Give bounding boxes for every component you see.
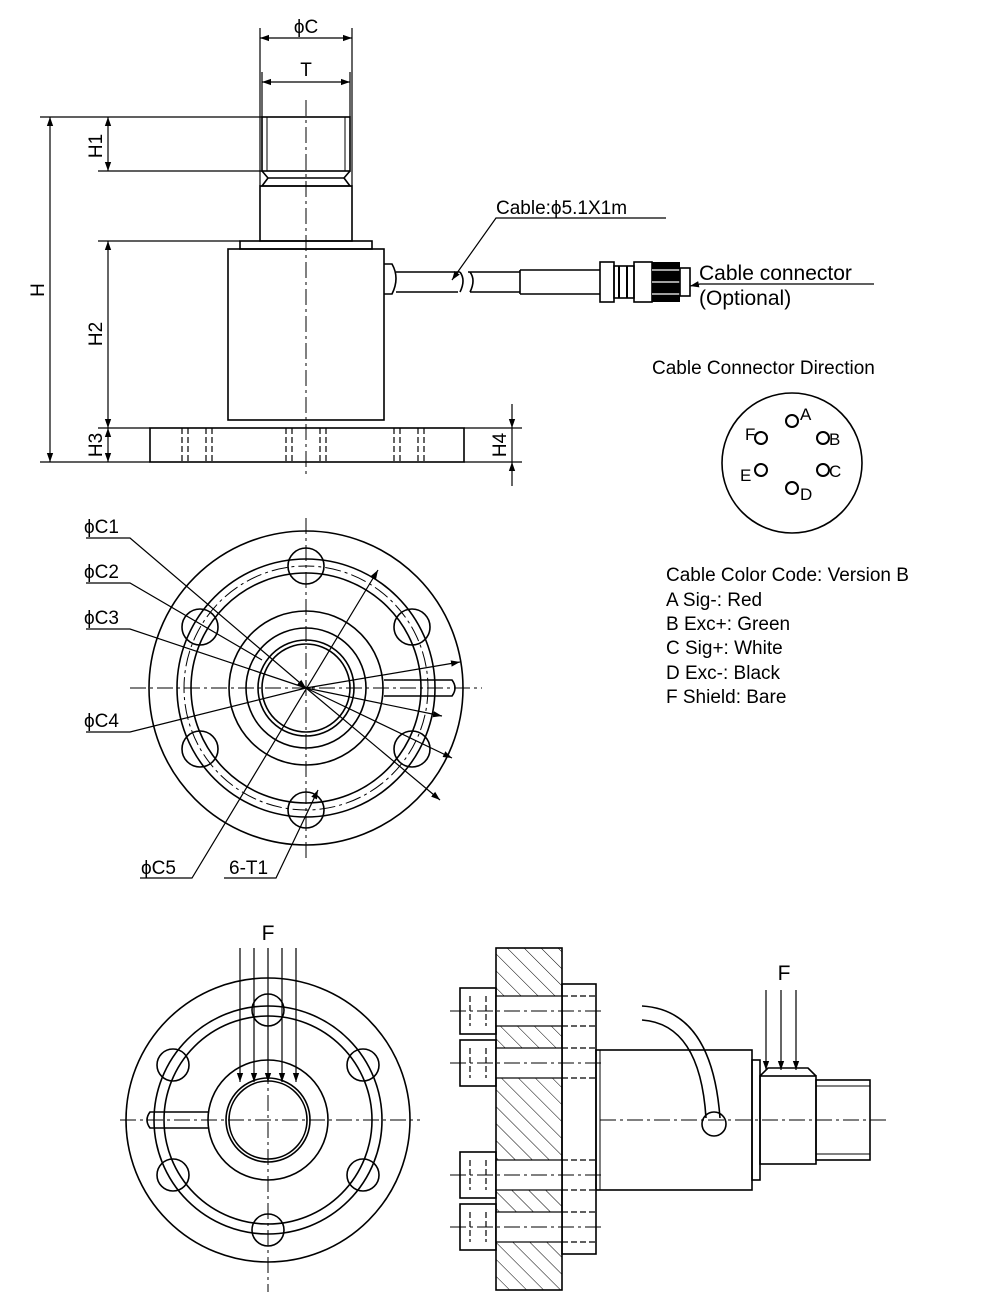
- pin-f: F: [745, 425, 755, 444]
- connector-direction-title: Cable Connector Direction: [652, 358, 875, 379]
- dim-t: T: [300, 60, 312, 81]
- dim-phi-c3: ϕC3: [84, 608, 119, 629]
- dim-h3: H3: [86, 433, 107, 457]
- connector-optional: (Optional): [699, 287, 791, 310]
- mounted-side-view: [450, 947, 890, 1291]
- dim-phi-c5: ϕC5: [141, 858, 176, 879]
- dim-phi-c4: ϕC4: [84, 711, 119, 732]
- pin-c: C: [829, 462, 841, 481]
- pin-d: D: [800, 485, 812, 504]
- pin-a: A: [800, 405, 812, 424]
- color-code-line: A Sig-: Red: [666, 590, 762, 611]
- color-code-line: C Sig+: White: [666, 638, 783, 659]
- load-front-view: [120, 948, 420, 1292]
- color-code-line: D Exc-: Black: [666, 663, 781, 684]
- pin-b: B: [829, 430, 840, 449]
- force-label-side: F: [778, 962, 791, 985]
- dim-phi-c: ϕC: [294, 17, 318, 38]
- color-code-line: F Shield: Bare: [666, 687, 786, 708]
- side-view: [40, 28, 874, 486]
- dim-phi-c1: ϕC1: [84, 517, 119, 538]
- pin-e: E: [740, 466, 751, 485]
- dim-six-t1: 6-T1: [229, 858, 268, 879]
- dim-h: H: [28, 283, 49, 297]
- dim-h1: H1: [86, 134, 107, 158]
- cable-label: Cable:ϕ5.1X1m: [496, 198, 627, 219]
- top-view: [86, 518, 482, 879]
- color-code-title: Cable Color Code: Version B: [666, 565, 909, 586]
- dim-phi-c2: ϕC2: [84, 562, 119, 583]
- force-label-front: F: [262, 922, 275, 945]
- dim-h2: H2: [86, 322, 107, 346]
- connector-face: [721, 392, 863, 534]
- connector-label: Cable connector: [699, 262, 852, 285]
- color-code-line: B Exc+: Green: [666, 614, 790, 635]
- dim-h4: H4: [490, 432, 511, 457]
